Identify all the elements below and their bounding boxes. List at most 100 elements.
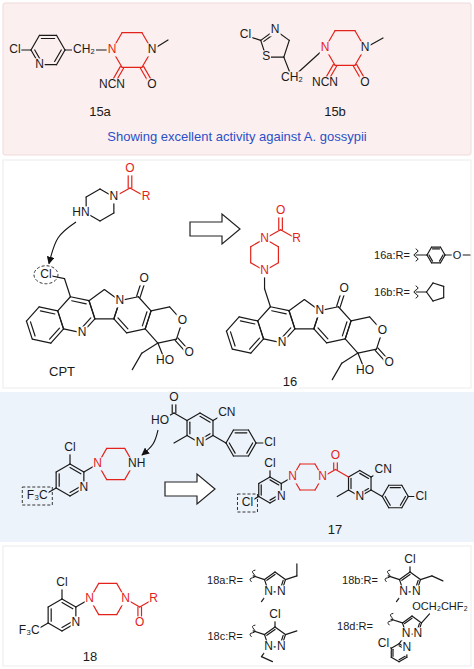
reaction-arrow (165, 474, 215, 504)
bond-line (50, 328, 60, 339)
bond-line (70, 464, 84, 472)
bond-line (358, 349, 377, 353)
bond-line (145, 311, 151, 329)
bond-line (389, 507, 402, 508)
atom-label: S (261, 51, 271, 64)
atom-label: N (34, 58, 45, 71)
bond-line (174, 436, 187, 444)
bond-line (247, 443, 253, 453)
bond-line (422, 614, 430, 623)
bond-line (392, 649, 393, 656)
atom-label: CH₂ (280, 71, 304, 84)
atom-label: Cl (55, 576, 68, 589)
atom-label: O (168, 391, 179, 404)
bond-line (388, 613, 393, 624)
bond-line (240, 321, 254, 324)
bond-line (336, 470, 349, 478)
atom-label: NCN (311, 76, 339, 89)
bond-line (400, 572, 410, 580)
bond-line (337, 490, 348, 497)
bond-line (48, 607, 49, 623)
atom-label: N (276, 490, 287, 503)
bond-line (391, 644, 399, 649)
atom-label: O (177, 314, 188, 327)
bond-line (385, 570, 390, 581)
bond-line (57, 35, 66, 50)
bond-line (265, 572, 275, 580)
attack-arrow (142, 430, 158, 455)
bond-line (62, 603, 73, 609)
bond-line (127, 329, 146, 333)
substituent-label: 18c:R= (206, 630, 243, 642)
bond-line (338, 307, 351, 321)
compound-number: 15b (323, 105, 347, 119)
bond-line (382, 485, 389, 496)
scheme-panel (0, 392, 474, 542)
bond-line (285, 631, 296, 635)
bond-line (427, 292, 434, 301)
atom-label: N (107, 43, 118, 56)
bond-line (213, 436, 226, 444)
atom-label: O (146, 78, 157, 91)
bond-line (57, 50, 66, 65)
compound-number: 15a (88, 105, 112, 119)
atom-label: Cl (403, 553, 416, 566)
bond-line (351, 317, 370, 321)
bond-line (122, 67, 142, 68)
atom-label: O (359, 76, 370, 89)
bond-line (107, 448, 125, 449)
bond-line (389, 485, 402, 486)
bond-line (212, 421, 213, 436)
bond-line (427, 255, 432, 263)
bond-line (443, 286, 444, 297)
bond-line (349, 471, 360, 478)
bond-line (48, 623, 62, 631)
bond-line (265, 289, 271, 307)
bond-line (58, 297, 71, 311)
atom-label: N (317, 470, 328, 483)
atom-label: N (402, 642, 413, 655)
atom-label: O (184, 347, 195, 360)
bond-line (342, 353, 358, 363)
bond-line (70, 468, 81, 474)
bond-line (270, 307, 289, 311)
bond-line (258, 321, 264, 339)
bond-line (26, 307, 39, 321)
atom-label: N (71, 616, 82, 629)
bond-line (278, 247, 279, 263)
substituent-label: 16a:R= (373, 249, 411, 261)
atom-label: O (275, 204, 286, 217)
scheme-panel (3, 546, 471, 666)
atom-label: O (139, 272, 150, 285)
compound-number: 17 (327, 523, 343, 537)
bond-line (327, 339, 346, 343)
bond-line (186, 421, 187, 436)
atom-label: Cl (415, 490, 428, 503)
bond-line (70, 297, 89, 301)
bond-line (348, 477, 349, 490)
bond-line (360, 473, 369, 478)
bond-line (226, 430, 234, 443)
bond-line (248, 430, 256, 443)
bond-line (275, 572, 285, 580)
bond-line (289, 311, 295, 329)
atom-label: N (277, 336, 288, 349)
atom-label: N (411, 585, 422, 598)
bond-line (267, 629, 275, 635)
bond-line (226, 317, 239, 331)
bond-line (258, 307, 271, 321)
substituent-label: 18d:R= (336, 620, 374, 632)
bond-line (138, 297, 151, 311)
bond-group (15, 30, 470, 662)
bond-line (55, 50, 62, 61)
bond-line (89, 290, 104, 301)
atom-label: CN (373, 463, 392, 476)
bond-line (250, 625, 255, 636)
bond-line (86, 189, 100, 197)
bond-line (122, 32, 142, 33)
bond-line (99, 583, 117, 584)
atom-label: OCH₂CHF₂ (411, 600, 469, 612)
bond-line (335, 30, 355, 31)
bond-line (259, 477, 270, 484)
